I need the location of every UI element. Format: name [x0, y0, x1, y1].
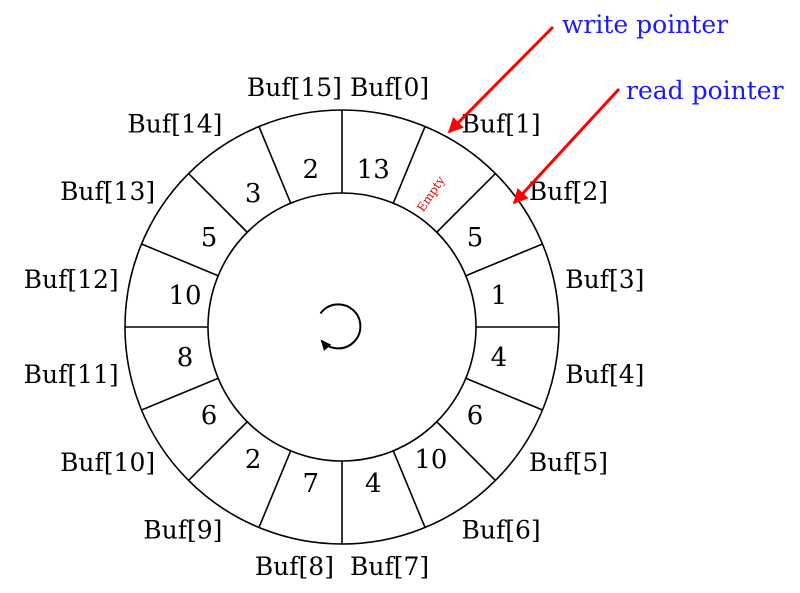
- cell-value: 8: [177, 343, 194, 373]
- cell-value: 6: [201, 401, 218, 431]
- cell-divider: [392, 450, 426, 528]
- cell-divider: [436, 172, 497, 233]
- cell-divider: [392, 126, 426, 204]
- read-pointer-label: read pointer: [626, 76, 784, 105]
- write-pointer-label: write pointer: [562, 10, 728, 39]
- buffer-label: Buf[13]: [60, 177, 155, 206]
- buffer-label: Buf[12]: [24, 265, 119, 294]
- cell-value: 6: [467, 401, 484, 431]
- buffer-label: Buf[4]: [565, 360, 644, 389]
- cell-value: 10: [169, 281, 202, 311]
- cell-value: 4: [491, 343, 508, 373]
- buffer-label: Buf[9]: [143, 515, 222, 544]
- empty-cell-value: Empty: [414, 174, 448, 215]
- write-pointer-arrow: [447, 25, 555, 134]
- buffer-label: Buf[10]: [60, 448, 155, 477]
- cell-value: 13: [357, 155, 390, 185]
- buffer-label: Buf[8]: [255, 552, 334, 581]
- cell-value: 2: [303, 155, 320, 185]
- cell-divider: [258, 126, 292, 204]
- buffer-label: Buf[11]: [24, 360, 119, 389]
- cell-value: 10: [414, 445, 447, 475]
- circular-arrow-icon: [319, 303, 362, 351]
- buffer-label: Buf[5]: [529, 448, 608, 477]
- buffer-label: Buf[0]: [350, 73, 429, 102]
- buffer-label: Buf[14]: [127, 110, 222, 139]
- buffer-label: Buf[1]: [462, 110, 541, 139]
- cell-value: 2: [245, 445, 262, 475]
- buffer-labels: Buf[0] Buf[1] Buf[2] Buf[3] Buf[4] Buf[5] Buf[…: [24, 73, 645, 581]
- buffer-label: Buf[2]: [529, 177, 608, 206]
- inner-ring: [207, 192, 477, 462]
- cell-divider: [465, 377, 543, 411]
- buffer-label: Buf[6]: [462, 515, 541, 544]
- cell-value: 7: [303, 469, 320, 499]
- cell-divider: [187, 172, 248, 233]
- read-pointer-arrow: [512, 87, 621, 205]
- cell-divider: [258, 450, 292, 528]
- cell-value: 1: [491, 281, 508, 311]
- cell-dividers: [125, 110, 559, 544]
- cell-divider: [141, 377, 219, 411]
- buffer-label: Buf[15]: [247, 73, 342, 102]
- buffer-label: Buf[3]: [565, 265, 644, 294]
- cell-divider: [465, 243, 543, 277]
- cell-value: 5: [201, 223, 218, 253]
- cell-value: 5: [467, 223, 484, 253]
- cell-value: 3: [245, 179, 262, 209]
- cell-divider: [436, 421, 497, 482]
- cell-value: 4: [365, 469, 382, 499]
- cell-divider: [187, 421, 248, 482]
- cell-divider: [141, 243, 219, 277]
- buffer-label: Buf[7]: [350, 552, 429, 581]
